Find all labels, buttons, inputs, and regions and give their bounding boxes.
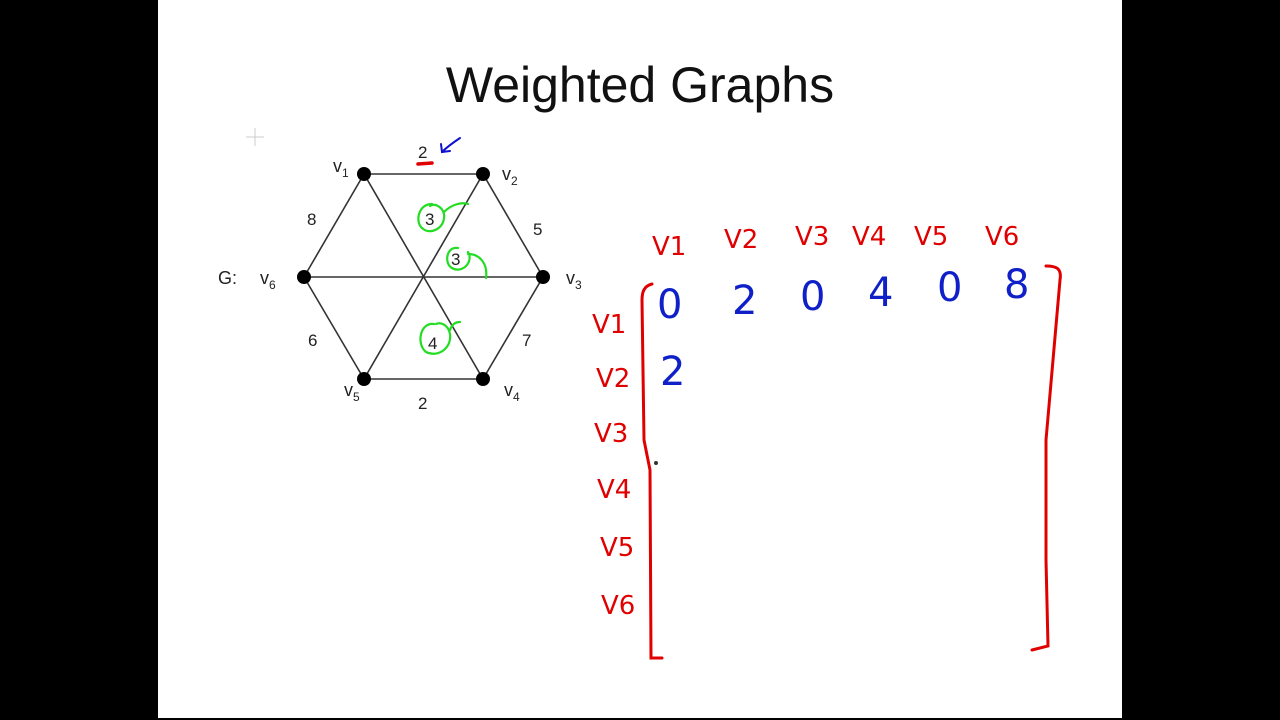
vertex-v6 — [297, 270, 311, 284]
matrix-cell-r1-c5: 0 — [937, 265, 962, 311]
matrix-cell-r1-c3: 0 — [800, 274, 825, 320]
edge-weight-v1-v4: 4 — [428, 334, 437, 353]
vertex-label-v3: v3 — [566, 268, 582, 292]
matrix-cell-r1-c4: 4 — [868, 270, 893, 316]
matrix-row-header-v6: V6 — [601, 591, 635, 621]
pen-dot — [654, 461, 658, 465]
matrix-col-header-v4: V4 — [852, 222, 886, 252]
matrix-col-header-v3: V3 — [795, 222, 829, 252]
matrix-row-header-v5: V5 — [600, 533, 634, 563]
vertex-v3 — [536, 270, 550, 284]
edge-weight-v5-v6: 6 — [308, 331, 317, 350]
edge-weight-v1-v2: 2 — [418, 143, 427, 162]
matrix-row-header-v2: V2 — [596, 364, 630, 394]
edge-weight-v6-v1: 8 — [307, 210, 316, 229]
matrix-cell-r1-c1: 0 — [657, 282, 682, 328]
vertex-v4 — [476, 372, 490, 386]
matrix-col-header-v6: V6 — [985, 222, 1019, 252]
vertex-label-v1: v1 — [333, 156, 349, 180]
matrix-cell-r1-c2: 2 — [732, 278, 757, 324]
matrix-col-header-v2: V2 — [724, 225, 758, 255]
slide-title: Weighted Graphs — [445, 57, 835, 113]
edge-weight-v2-v3: 5 — [533, 220, 542, 239]
graph-edges — [303, 173, 544, 380]
matrix-row-header-v3: V3 — [594, 419, 628, 449]
edge-weight-v3-v4: 7 — [522, 331, 531, 350]
matrix-row-header-v4: V4 — [597, 475, 631, 505]
matrix-cell-r2-c1: 2 — [660, 349, 685, 395]
slide: Weighted Graphs — [158, 0, 1122, 718]
graph-name: G: — [218, 268, 237, 288]
graph-vertices — [297, 167, 550, 386]
crosshair-cursor-icon — [246, 128, 264, 146]
vertex-v5 — [357, 372, 371, 386]
edge-weight-v2-v5: 3 — [425, 210, 434, 229]
vertex-v2 — [476, 167, 490, 181]
matrix-row-header-v1: V1 — [592, 310, 626, 340]
red-underline-annotation — [416, 161, 434, 166]
matrix-col-header-v5: V5 — [914, 222, 948, 252]
vertex-label-v6: v6 — [260, 268, 276, 292]
edge-weight-v3-v6: 3 — [451, 250, 460, 269]
vertex-label-v2: v2 — [502, 164, 518, 188]
blue-arrow-annotation-icon — [440, 137, 461, 154]
matrix-brackets — [640, 264, 1062, 660]
green-highlight-annotations — [417, 202, 488, 355]
matrix-col-header-v1: V1 — [652, 232, 686, 262]
edge-weight-v4-v5: 2 — [418, 394, 427, 413]
vertex-v1 — [357, 167, 371, 181]
vertex-label-v4: v4 — [504, 380, 520, 404]
vertex-label-v5: v5 — [344, 380, 360, 404]
matrix-cell-r1-c6: 8 — [1004, 262, 1029, 308]
